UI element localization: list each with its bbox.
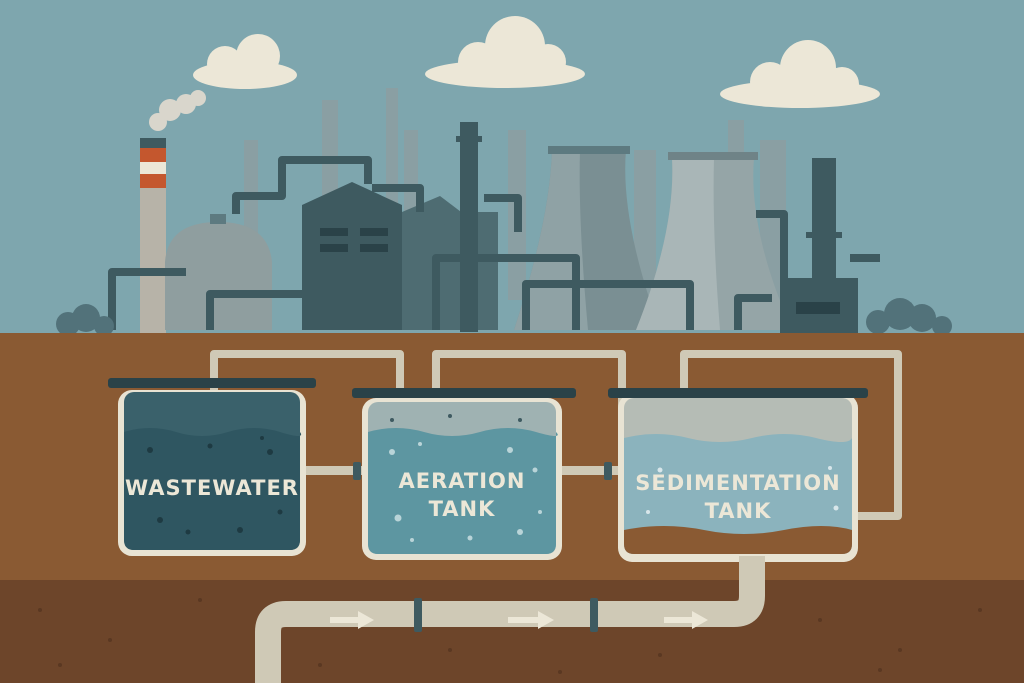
cloud-icon-left: [193, 34, 297, 89]
cloud-icon-right: [720, 40, 880, 108]
aeration-tank: AERATION TANK: [352, 388, 576, 560]
soil-speckles: [38, 598, 982, 674]
soil-lower-layer: [0, 580, 1024, 683]
tank-label-sedimentation-line1: SEDIMENTATION: [635, 471, 840, 495]
chimney-icon: [140, 138, 166, 338]
storage-dome: [165, 214, 272, 330]
underground-outflow-pipe: [255, 556, 765, 683]
arrow-right-icon: [508, 611, 554, 629]
tank-label-sedimentation-line2: TANK: [705, 499, 772, 523]
tank-connector-pipes: [304, 462, 618, 480]
wastewater-tank: WASTEWATER: [108, 378, 316, 556]
tank-label-aeration-line2: TANK: [429, 497, 496, 521]
flow-arrow-icons: [330, 611, 708, 629]
arrow-right-icon: [330, 611, 374, 629]
shrubs: [56, 298, 952, 336]
factory-right-block: [780, 278, 858, 333]
arrow-right-icon: [664, 611, 708, 629]
tank-label-wastewater: WASTEWATER: [125, 476, 299, 500]
factory-pipe-network: [108, 156, 880, 330]
smoke-icon: [149, 90, 206, 131]
cloud-icon-center: [425, 16, 585, 88]
tank-label-aeration-line1: AERATION: [399, 469, 526, 493]
sedimentation-tank: SEDIMENTATION TANK: [608, 388, 868, 562]
